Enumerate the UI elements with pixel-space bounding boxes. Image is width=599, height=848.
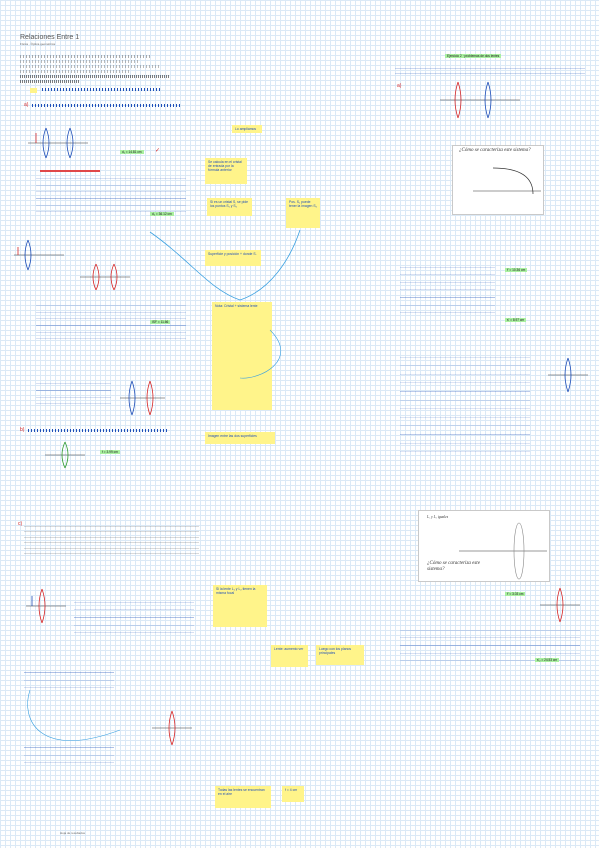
question-a-label: a)	[24, 102, 29, 108]
calc-lines-1	[36, 178, 186, 218]
check-icon: ✓	[155, 148, 161, 154]
result-4: f = 3.99 cm	[100, 450, 120, 455]
reference-image-1-caption: ¿Cómo se caracteriza este sistema?	[459, 148, 531, 153]
reference-image-2-top: L₁ y L₂ iguales	[427, 515, 449, 519]
question-c-label: c)	[18, 521, 23, 527]
note-a: Lo ampliamos	[232, 125, 262, 134]
right-lens-diagram-3	[540, 587, 580, 623]
note-j: Luego con los planos principales	[316, 645, 364, 665]
right-result-d: s'₂ = 24.53 cm	[535, 658, 560, 663]
bottom-statement	[24, 523, 199, 559]
question-a-text	[32, 104, 182, 107]
reference-image-2-caption: ¿Cómo se caracteriza este sistema?	[427, 561, 480, 572]
question-b-label: b)	[20, 427, 25, 433]
lens-diagram-3	[80, 263, 130, 291]
right-result-a: f' = 10.36 cm	[505, 268, 528, 273]
lens-diagram-1	[28, 127, 88, 159]
note-l: f = 4 cm	[282, 786, 304, 802]
note-f: Nota: Cristal + sistema lente	[212, 302, 272, 410]
lens-diagram-5	[45, 441, 85, 469]
calc-lines-6	[24, 740, 114, 770]
lens-diagram-6	[26, 588, 66, 624]
result-1: d₁ = 14.81 cm	[120, 150, 144, 155]
right-question-label: a)	[397, 83, 402, 89]
note-d: Pos. S₁ puede tener la imagen S₂	[286, 198, 320, 228]
page-title: Relaciones Entre 1	[20, 34, 80, 41]
right-result-b: s' = 8.97 cm	[505, 318, 527, 323]
lens-diagram-4	[120, 380, 165, 416]
result-3: ISF = 11.66	[150, 320, 171, 325]
right-calc-1	[400, 265, 495, 320]
right-result-c: f' = 3.03 cm	[505, 592, 526, 597]
right-statement	[395, 65, 585, 79]
data-line	[42, 88, 162, 91]
right-lens-diagram-1	[440, 81, 520, 119]
underline-1	[40, 170, 100, 172]
note-e: Superficie y posición + donde S.	[205, 250, 261, 266]
note-c: Si es un cristal S, se pide los puntos S…	[207, 198, 252, 216]
reference-image-1: ¿Cómo se caracteriza este sistema?	[452, 145, 544, 215]
note-b: Se calcula en el cristal de entrada por …	[205, 158, 247, 184]
right-lens-diagram-2	[548, 357, 588, 393]
page-subtitle: Física · Óptica geométrica	[20, 42, 56, 46]
reference-image-1-drawing	[473, 167, 541, 195]
data-label-marker	[30, 88, 37, 93]
footer-label: Hoja de resultados	[60, 831, 86, 835]
calc-lines-3	[36, 380, 111, 410]
calc-lines-4	[74, 595, 194, 640]
reference-image-2: L₁ y L₂ iguales ¿Cómo se caracteriza est…	[418, 510, 550, 582]
reference-image-2-drawing	[459, 522, 547, 580]
result-2: d₂ = 36.12 cm	[150, 212, 174, 217]
question-b-text	[28, 429, 168, 432]
note-k: Todas las lentes se encuentran en el air…	[215, 786, 271, 808]
lens-diagram-7	[152, 710, 192, 746]
note-h: Si la lente L₁ y L₂ tienen la misma foca…	[213, 585, 267, 627]
calc-lines-5	[24, 665, 114, 695]
note-g: Imagen entre las dos superficies	[205, 432, 275, 444]
right-header: Ejercicio 2 · problemas de dos lentes	[445, 54, 502, 59]
note-i: Lente: aumento ver	[271, 645, 308, 667]
lens-diagram-2	[14, 239, 64, 271]
right-calc-2	[400, 350, 530, 460]
